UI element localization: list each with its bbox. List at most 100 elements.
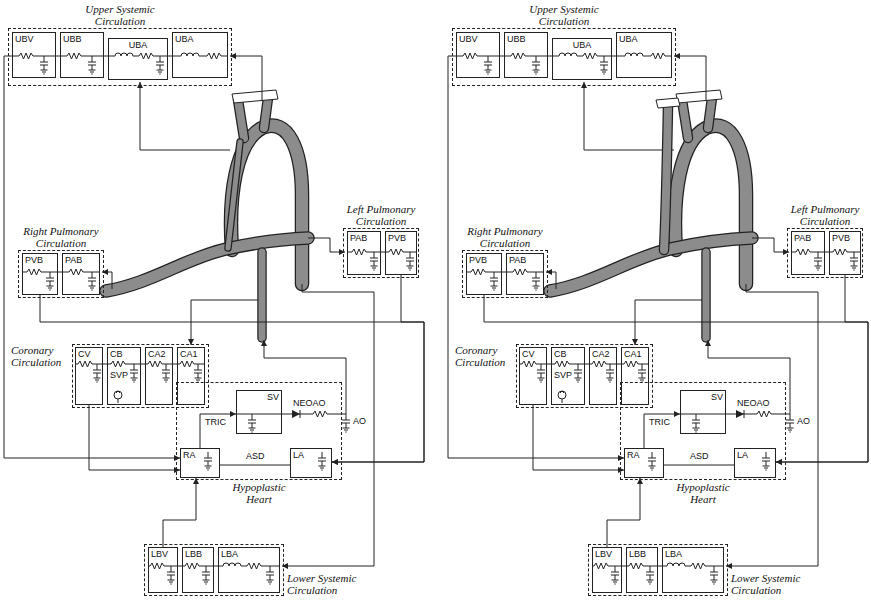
compartment-box: CA1 [177,347,205,405]
circulation-group: Upper Systemic CirculationUBVUBBUBAUBA [452,28,676,86]
circulation-group: Lower Systemic CirculationLBVLBBLBA [144,544,284,596]
compartment-label: PAB [63,254,84,265]
compartment-label: LBB [183,548,204,559]
compartment-label: UBV [13,33,36,44]
compartment-box: UBA [552,38,612,80]
shunt-vessel [228,142,240,248]
compartment-label: CA2 [146,348,168,359]
compartment-label: LA [735,449,750,460]
element-label: AO [352,416,367,426]
group-heading: Hypoplastic Heart [668,481,738,505]
circulation-group: Right Pulmonary CirculationPVBPAB [18,250,104,298]
group-heading: Hypoplastic Heart [224,481,294,505]
valve-label: ASD [245,451,266,461]
circulation-group: Right Pulmonary CirculationPVBPAB [462,250,548,298]
wire-connector [40,295,424,462]
compartment-box: CB SVP [107,347,141,405]
compartment-label: UBB [61,33,84,44]
compartment-box: UBA [172,32,228,78]
compartment-label: SV [265,391,281,402]
chamber-box: RA [624,448,664,478]
compartment-box: CV [519,347,547,405]
group-heading: Left Pulmonary Circulation [343,203,419,227]
compartment-box: UBB [504,32,548,78]
compartment-label: RA [181,449,198,460]
compartment-label: PVB [23,254,45,265]
compartment-label: PAB [507,254,528,265]
heart-group: Hypoplastic HeartSVRALA [620,382,786,480]
group-heading: Coronary Circulation [455,344,513,368]
compartment-box: CA2 [589,347,617,405]
circulation-group: Lower Systemic CirculationLBVLBBLBA [588,544,728,596]
compartment-label: CV [76,348,93,359]
compartment-box: LBB [182,547,214,593]
element-label: NEOAO [736,398,771,408]
circulation-group: Left Pulmonary CirculationPABPVB [343,228,419,278]
compartment-label: PAB [792,232,813,243]
compartment-box: PAB [506,253,544,295]
compartment-box: PVB [466,253,502,295]
compartment-box: PVB [22,253,58,295]
compartment-box: CA2 [145,347,173,405]
heart-group: Hypoplastic HeartSVRALA [176,382,342,480]
group-heading: Coronary Circulation [11,344,69,368]
compartment-label: CB [108,348,125,359]
group-heading: Lower Systemic Circulation [731,572,805,596]
compartment-label: LA [291,449,306,460]
panel-circuit [12,53,417,584]
compartment-box: LBA [218,547,280,593]
compartment-box: UBB [60,32,104,78]
wire-connector [664,465,734,466]
element-label: SVP [552,369,574,380]
group-heading: Lower Systemic Circulation [287,572,361,596]
compartment-label: SV [709,391,725,402]
compartment-box: PAB [347,231,381,275]
compartment-box: CV [75,347,103,405]
element-label: SVP [108,369,130,380]
compartment-label: LBA [219,548,240,559]
group-heading: Left Pulmonary Circulation [787,203,863,227]
wire-connector [332,275,424,462]
compartment-label: LBA [663,548,684,559]
compartment-box: UBV [456,32,500,78]
element-label: NEOAO [292,398,327,408]
wire-connector [4,56,180,458]
compartment-label: CA2 [590,348,612,359]
compartment-label: CV [520,348,537,359]
compartment-box: UBA [108,38,168,80]
group-heading: Upper Systemic Circulation [518,3,610,27]
circulation-group: Coronary CirculationCVCBSVPCA2CA1 [72,344,209,408]
compartment-label: UBA [617,33,640,44]
chamber-box: SV [680,390,726,434]
compartment-label: UBA [571,39,594,50]
compartment-label: RA [625,449,642,460]
compartment-box: PVB [385,231,417,275]
compartment-label: UBA [173,33,196,44]
compartment-label: CB [552,348,569,359]
shunt-vessel [228,142,240,248]
wire-connector [533,405,624,470]
compartment-box: CB SVP [551,347,585,405]
group-heading: Right Pulmonary Circulation [459,225,551,249]
group-heading: Upper Systemic Circulation [74,3,166,27]
group-heading: Right Pulmonary Circulation [15,225,107,249]
wire-connector [163,478,196,547]
compartment-label: PVB [830,232,852,243]
compartment-label: CA1 [178,348,200,359]
chamber-box: RA [180,448,220,478]
wire-connector [200,414,236,448]
wire-connector [220,465,290,466]
glenn-vessel [656,98,680,250]
compartment-label: PVB [386,232,408,243]
compartment-box: LBV [592,547,622,593]
compartment-label: UBA [127,39,150,50]
compartment-box: UBV [12,32,56,78]
compartment-label: LBV [149,548,170,559]
chamber-box: LA [290,448,332,478]
valve-label: ASD [689,451,710,461]
valve-label: TRIC [204,417,227,427]
